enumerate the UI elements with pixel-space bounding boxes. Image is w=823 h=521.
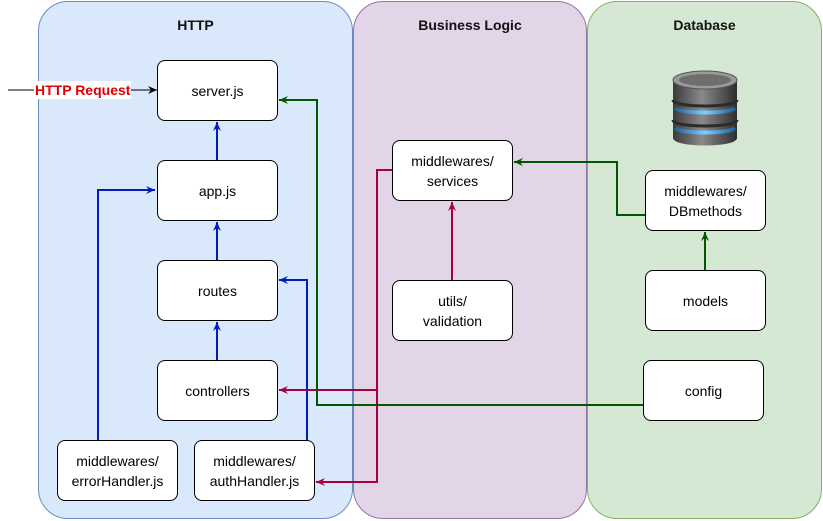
node-app[interactable]: app.js (157, 160, 278, 221)
node-controllers[interactable]: controllers (157, 360, 278, 421)
node-config[interactable]: config (643, 360, 764, 421)
arrow-dbmethods-to-services (514, 158, 645, 216)
node-models[interactable]: models (645, 270, 766, 331)
lane-http-title: HTTP (177, 17, 214, 33)
lane-database-title: Database (673, 17, 736, 33)
arrow-services-to-authhandler (316, 260, 378, 486)
node-auth-handler[interactable]: middlewares/ authHandler.js (194, 440, 315, 501)
node-dbmethods[interactable]: middlewares/ DBmethods (645, 170, 766, 231)
lane-business-logic: Business Logic (353, 1, 587, 519)
arrow-authhandler-to-routes (279, 276, 308, 440)
http-request-label: HTTP Request (34, 81, 132, 99)
arrow-config-to-server (279, 96, 643, 406)
node-error-handler[interactable]: middlewares/ errorHandler.js (57, 440, 178, 501)
lane-business-logic-title: Business Logic (418, 17, 522, 33)
node-server[interactable]: server.js (157, 60, 278, 121)
node-services[interactable]: middlewares/ services (392, 140, 513, 201)
arrow-errorhandler-to-app (97, 186, 155, 440)
database-icon (671, 70, 739, 146)
node-routes[interactable]: routes (157, 260, 278, 321)
node-validation[interactable]: utils/ validation (392, 280, 513, 341)
